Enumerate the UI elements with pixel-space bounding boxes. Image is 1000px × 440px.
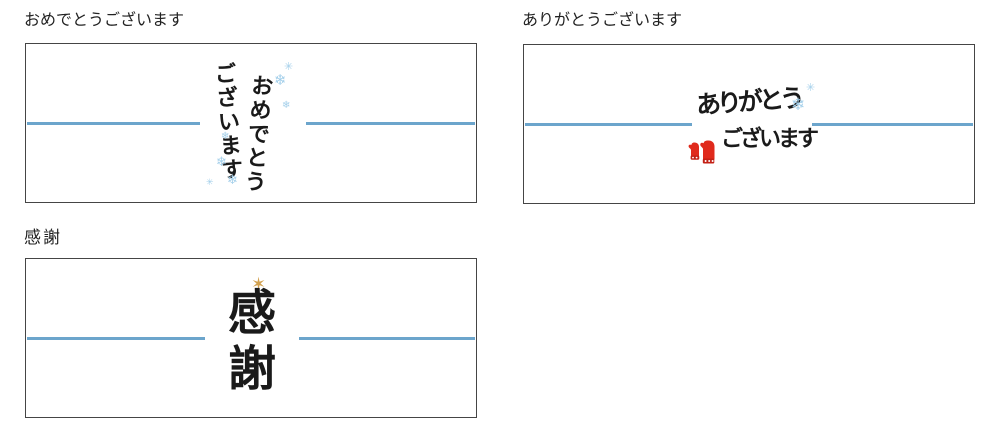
snowflake-icon: ❄ [216,155,227,170]
template-label-arigatou: ありがとうございます [522,12,683,29]
calligraphy-text: 感謝 [219,287,275,399]
noshi-preview-kansha[interactable]: ✶ 感謝 [25,258,477,418]
sparkle-icon: ✳ [806,81,816,94]
sparkle-icon: ✳ [284,60,294,73]
noshi-preview-arigatou[interactable]: ありがとう ございます ❄ ✳ [523,44,975,204]
calligraphy-column-left: ございます [209,61,245,183]
snowflake-icon: ❄ [274,71,287,89]
snowflake-icon: ❄ [221,131,230,142]
noshi-preview-omedetou[interactable]: おめでとう ございます ✳ ❄ ❄ ❄ ❄ ❄ ✳ [25,43,477,203]
calligraphy-column-right: おめでとう [239,73,275,195]
sparkle-icon: ✳ [206,178,214,188]
calligraphy-line-1: ありがとう [695,83,802,120]
template-label-omedetou: おめでとうございます [24,12,185,29]
calligraphy-artwork-arigatou: ありがとう ございます ❄ ✳ [688,81,819,172]
template-label-kansha: 感謝 [24,228,62,247]
snowflake-icon: ❄ [227,173,238,188]
calligraphy-line-2: ございます [721,126,819,152]
mittens-icon [688,140,715,164]
calligraphy-artwork-omedetou: おめでとう ございます ✳ ❄ ❄ ❄ ❄ ❄ ✳ [200,58,306,200]
snowflake-icon: ❄ [791,95,806,115]
snowflake-icon: ❄ [282,100,291,111]
gold-star-icon: ✶ [251,274,267,295]
calligraphy-artwork-kansha: ✶ 感謝 [205,272,299,404]
